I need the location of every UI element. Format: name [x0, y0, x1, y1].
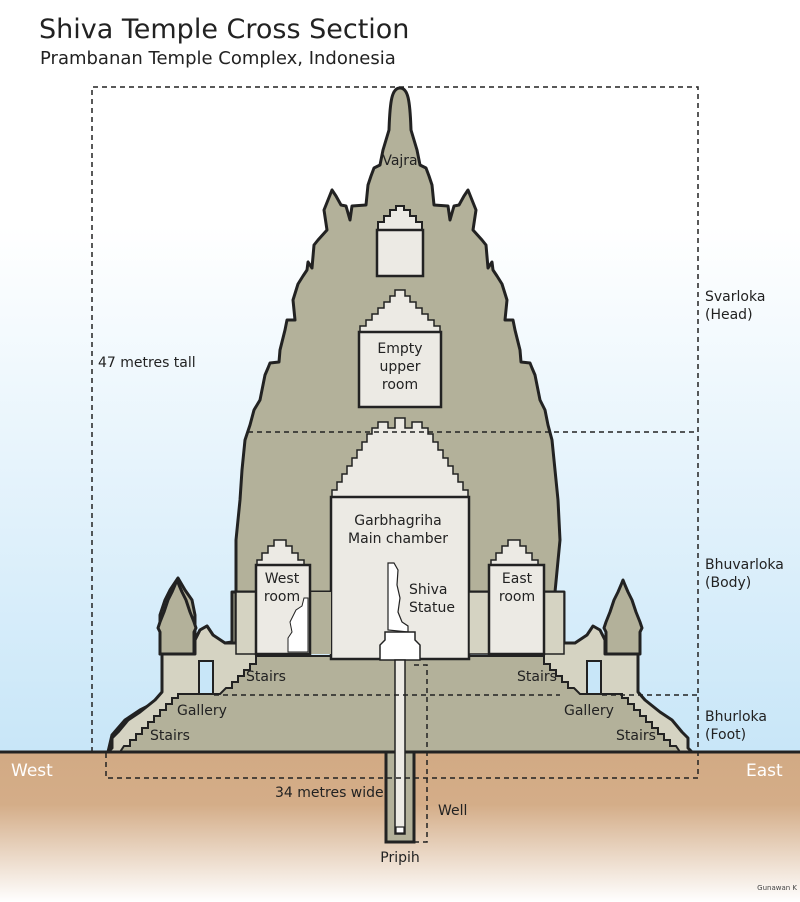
west-direction-label: West — [11, 761, 53, 781]
level-svarloka-name: Svarloka — [705, 289, 765, 305]
main-chamber-label-1: Garbhagriha — [354, 513, 442, 529]
upper-room-label-3: room — [382, 377, 418, 393]
upper-room — [357, 289, 443, 409]
west-lower-stairs-label: Stairs — [150, 728, 190, 744]
pripih-label: Pripih — [380, 850, 420, 866]
east-direction-label: East — [746, 761, 783, 781]
diagram-title: Shiva Temple Cross Section — [39, 14, 409, 45]
vajra-label: Vajra — [382, 153, 417, 169]
well-label: Well — [438, 803, 467, 819]
west-room — [254, 539, 312, 656]
east-small-shrine — [602, 578, 644, 656]
pripih-box — [395, 826, 405, 834]
author-credit: Gunawan K — [757, 884, 797, 892]
west-room-label-2: room — [264, 589, 300, 605]
shiva-statue-label-2: Statue — [409, 600, 455, 616]
east-inner-strip — [468, 591, 490, 655]
diagram-subtitle: Prambanan Temple Complex, Indonesia — [40, 48, 396, 69]
west-corridor — [235, 591, 257, 655]
level-bhurloka-meaning: (Foot) — [705, 727, 746, 743]
east-room — [487, 539, 546, 656]
east-room-label-1: East — [502, 571, 533, 587]
west-window — [198, 660, 214, 695]
west-inner-strip — [310, 592, 331, 654]
east-room-label-2: room — [499, 589, 535, 605]
level-svarloka-meaning: (Head) — [705, 307, 753, 323]
west-gallery-label: Gallery — [177, 703, 227, 719]
shiva-statue — [379, 562, 421, 661]
level-bhurloka-name: Bhurloka — [705, 709, 767, 725]
east-gallery-label: Gallery — [564, 703, 614, 719]
level-bhuvarloka-meaning: (Body) — [705, 575, 751, 591]
level-bhuvarloka-name: Bhuvarloka — [705, 557, 784, 573]
height-guide — [91, 86, 699, 779]
well-shaft — [394, 659, 406, 835]
east-window — [586, 660, 602, 695]
top-small-room — [375, 205, 425, 278]
west-small-shrine — [156, 578, 198, 656]
dimension-guides — [91, 86, 699, 843]
upper-room-label-1: Empty — [377, 341, 422, 357]
west-upper-stairs-label: Stairs — [246, 669, 286, 685]
west-room-label-1: West — [265, 571, 300, 587]
well-guide — [414, 664, 428, 843]
east-lower-stairs-label: Stairs — [616, 728, 656, 744]
shiva-statue-label-1: Shiva — [409, 582, 448, 598]
east-upper-stairs-label: Stairs — [517, 669, 557, 685]
height-label: 47 metres tall — [98, 355, 196, 371]
main-chamber-label-2: Main chamber — [348, 531, 448, 547]
east-corridor — [543, 591, 565, 655]
width-label: 34 metres wide — [275, 785, 384, 801]
upper-room-label-2: upper — [379, 359, 420, 375]
